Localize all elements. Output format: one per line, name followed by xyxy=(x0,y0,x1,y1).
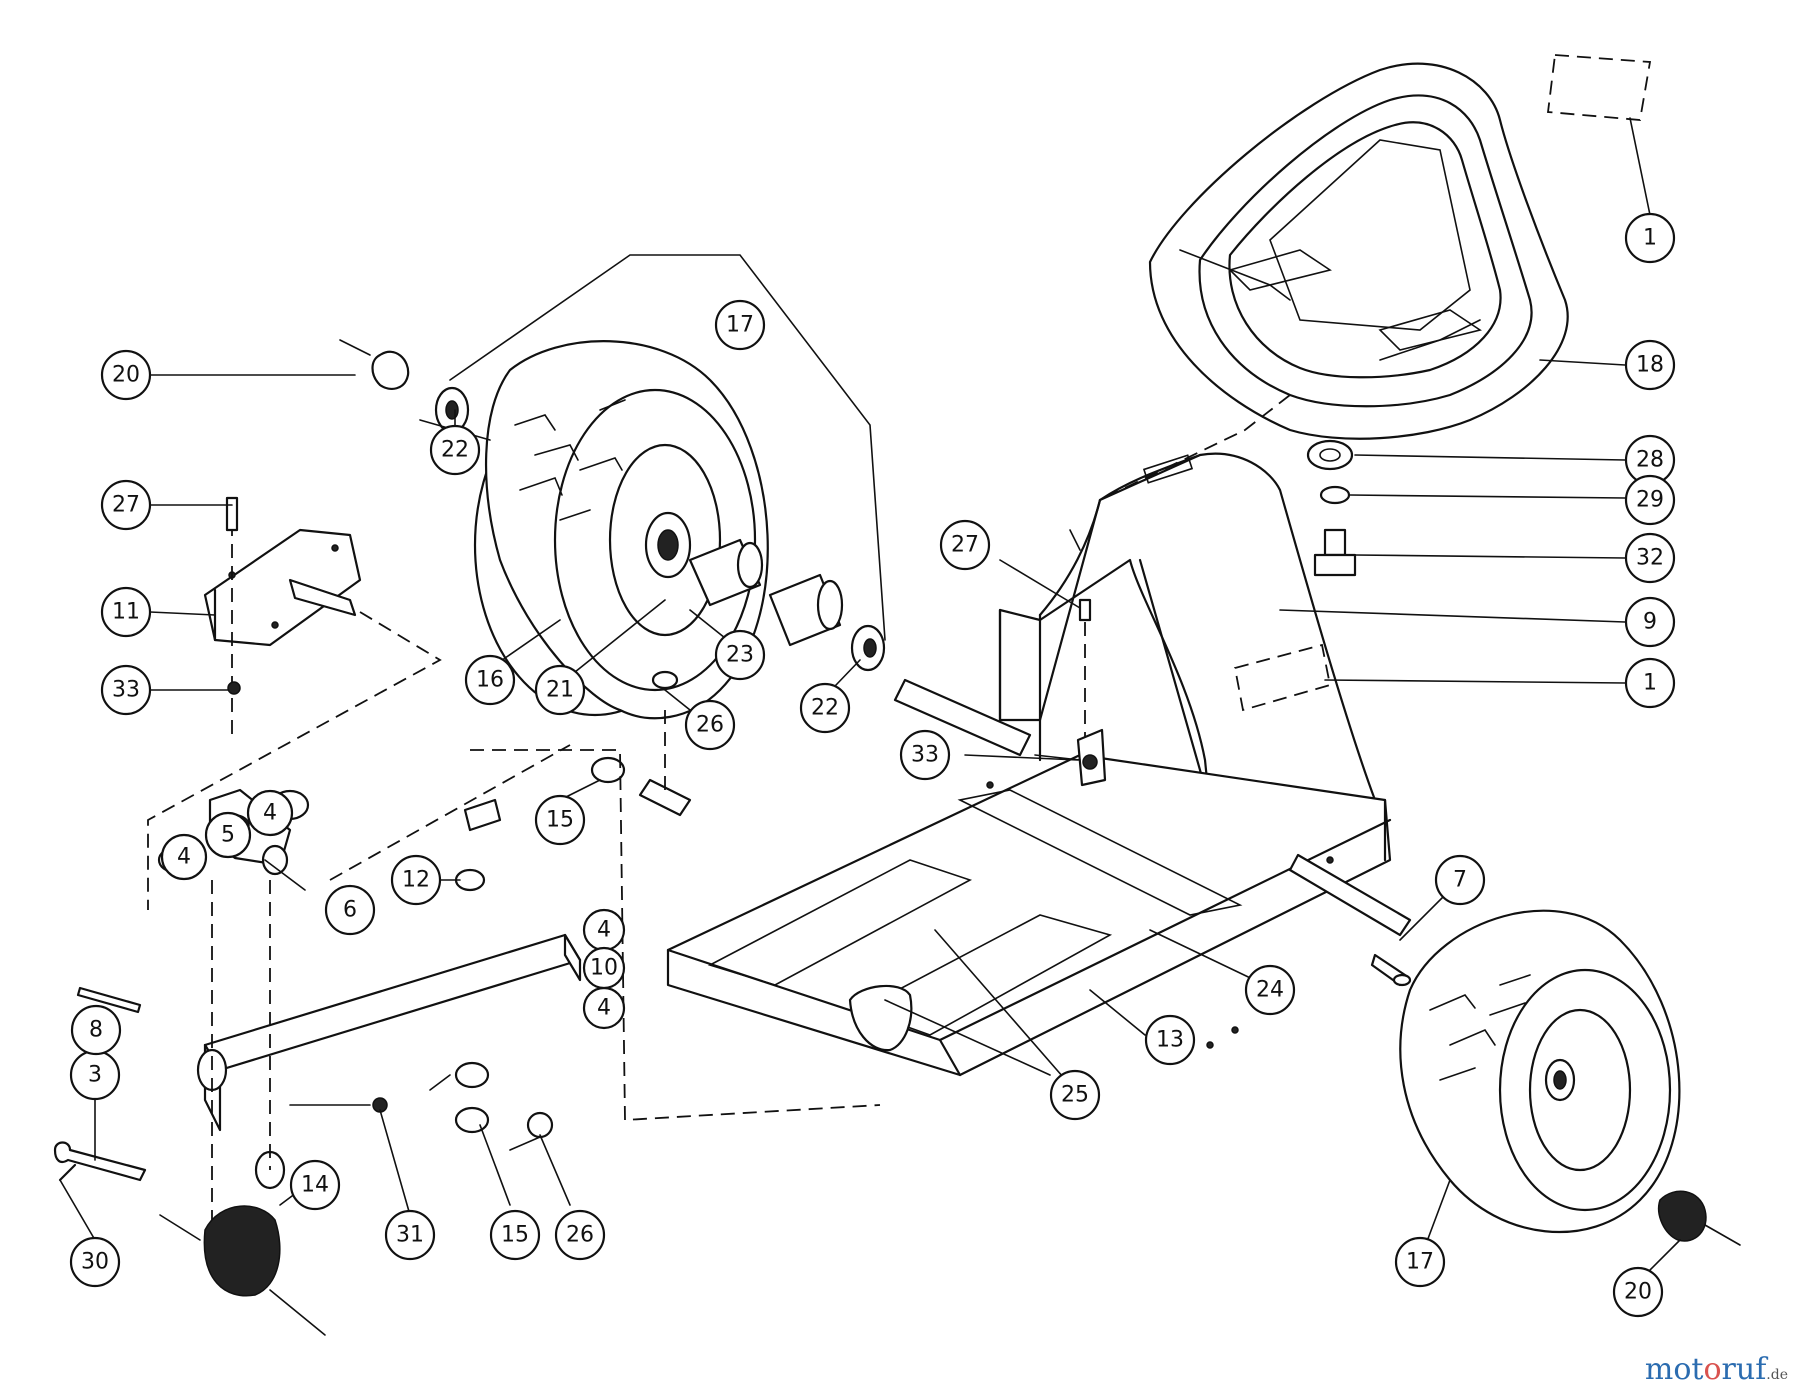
callout-6: 6 xyxy=(324,884,376,936)
callout-18: 18 xyxy=(1624,339,1676,391)
callout-24: 24 xyxy=(1244,964,1296,1016)
svg-text:4: 4 xyxy=(177,845,191,870)
callout-17-top: 17 xyxy=(714,299,766,351)
svg-text:4: 4 xyxy=(597,996,611,1021)
svg-text:21: 21 xyxy=(546,678,574,703)
callout-33-right: 33 xyxy=(899,729,951,781)
callout-4-axle-bottom: 4 xyxy=(582,986,626,1030)
svg-text:17: 17 xyxy=(726,313,754,338)
callout-25: 25 xyxy=(1049,1069,1101,1121)
callout-23: 23 xyxy=(714,629,766,681)
right-wheel xyxy=(1399,909,1741,1246)
callout-32: 32 xyxy=(1624,532,1676,584)
svg-text:29: 29 xyxy=(1636,488,1664,513)
seat-fasteners xyxy=(1099,394,1357,577)
callout-15-bottom: 15 xyxy=(489,1209,541,1261)
svg-text:15: 15 xyxy=(546,808,574,833)
svg-text:5: 5 xyxy=(221,823,235,848)
svg-text:20: 20 xyxy=(112,363,140,388)
callout-8-final: 8 xyxy=(70,1004,122,1056)
callout-31: 31 xyxy=(384,1209,436,1261)
svg-text:12: 12 xyxy=(402,868,430,893)
svg-text:8: 8 xyxy=(89,1018,103,1043)
frame xyxy=(666,718,1392,1077)
svg-text:9: 9 xyxy=(1643,610,1657,635)
callout-15-top: 15 xyxy=(534,794,586,846)
left-wheel xyxy=(473,340,769,720)
svg-text:11: 11 xyxy=(112,600,140,625)
callout-4-left: 4 xyxy=(160,833,208,881)
callout-3: 3 xyxy=(69,1049,121,1101)
callout-5: 5 xyxy=(204,811,252,859)
svg-text:23: 23 xyxy=(726,643,754,668)
svg-text:30: 30 xyxy=(81,1250,109,1275)
svg-text:25: 25 xyxy=(1061,1083,1089,1108)
callout-30: 30 xyxy=(69,1236,121,1288)
svg-text:7: 7 xyxy=(1453,868,1467,893)
svg-text:16: 16 xyxy=(476,668,504,693)
svg-text:18: 18 xyxy=(1636,353,1664,378)
callout-16: 16 xyxy=(464,654,516,706)
callout-12: 12 xyxy=(390,854,442,906)
svg-text:33: 33 xyxy=(112,678,140,703)
callout-20-bottom: 20 xyxy=(1612,1266,1664,1318)
callout-4-top: 4 xyxy=(246,789,294,837)
svg-text:32: 32 xyxy=(1636,546,1664,571)
callout-10: 10 xyxy=(582,946,626,990)
svg-text:1: 1 xyxy=(1643,671,1657,696)
callout-1-top: 1 xyxy=(1624,212,1676,264)
rear-axle xyxy=(1288,853,1412,987)
svg-text:13: 13 xyxy=(1156,1028,1184,1053)
callout-29: 29 xyxy=(1624,474,1676,526)
fender xyxy=(998,452,1377,862)
front-axle xyxy=(53,598,1107,1336)
hub-parts xyxy=(339,339,1032,757)
svg-text:22: 22 xyxy=(441,438,469,463)
callout-4-axle-top: 4 xyxy=(582,908,626,952)
svg-text:17: 17 xyxy=(1406,1250,1434,1275)
callout-21: 21 xyxy=(534,664,586,716)
callout-22-bottom: 22 xyxy=(799,682,851,734)
callout-22-top: 22 xyxy=(429,424,481,476)
svg-text:28: 28 xyxy=(1636,448,1664,473)
callouts: 1 1 3 4 4 4 4 5 6 7 9 10 11 12 13 14 15 … xyxy=(69,212,1676,1318)
svg-text:22: 22 xyxy=(811,696,839,721)
watermark-logo: motoruf.de xyxy=(1644,1352,1788,1387)
svg-text:1: 1 xyxy=(1643,226,1657,251)
seat xyxy=(1148,54,1652,440)
svg-text:14: 14 xyxy=(301,1173,329,1198)
svg-text:20: 20 xyxy=(1624,1280,1652,1305)
callout-9: 9 xyxy=(1624,596,1676,648)
callout-13: 13 xyxy=(1144,1014,1196,1066)
callout-26-bottom: 26 xyxy=(554,1209,606,1261)
svg-text:4: 4 xyxy=(263,801,277,826)
svg-text:6: 6 xyxy=(343,898,357,923)
svg-text:15: 15 xyxy=(501,1223,529,1248)
callout-14: 14 xyxy=(289,1159,341,1211)
callout-20-top: 20 xyxy=(100,349,152,401)
svg-text:24: 24 xyxy=(1256,978,1284,1003)
callout-17-bottom: 17 xyxy=(1394,1236,1446,1288)
callout-11: 11 xyxy=(100,586,152,638)
svg-text:10: 10 xyxy=(590,956,618,981)
svg-text:26: 26 xyxy=(566,1223,594,1248)
callout-26-top: 26 xyxy=(684,699,736,751)
svg-text:27: 27 xyxy=(112,493,140,518)
svg-text:3: 3 xyxy=(88,1063,102,1088)
callout-7: 7 xyxy=(1434,854,1486,906)
callout-27-right: 27 xyxy=(939,519,991,571)
svg-text:33: 33 xyxy=(911,743,939,768)
svg-text:4: 4 xyxy=(597,918,611,943)
svg-text:31: 31 xyxy=(396,1223,424,1248)
callout-33-left: 33 xyxy=(100,664,152,716)
svg-text:27: 27 xyxy=(951,533,979,558)
svg-text:26: 26 xyxy=(696,713,724,738)
spindle-bracket xyxy=(147,496,442,910)
callout-1-fender: 1 xyxy=(1624,657,1676,709)
callout-27-left: 27 xyxy=(100,479,152,531)
